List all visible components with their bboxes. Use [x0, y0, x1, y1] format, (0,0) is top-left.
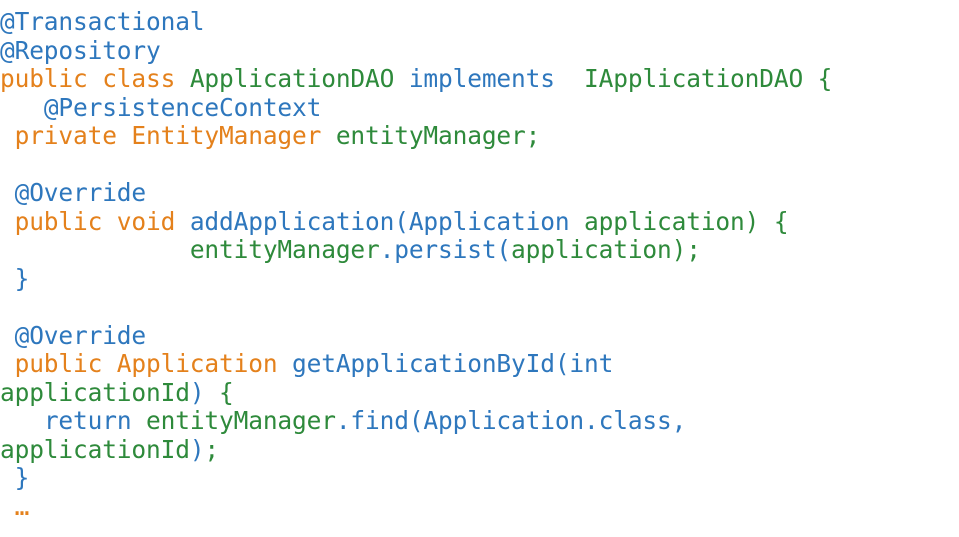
code-line: @Override [0, 178, 959, 208]
code-token-plain: application) { [584, 206, 789, 236]
code-token-punctuation: } [14, 463, 30, 492]
code-line: } [0, 463, 959, 493]
code-line: @Override [0, 320, 959, 351]
code-token-plain: applicationId [0, 377, 190, 407]
code-token-plain: { [204, 377, 234, 407]
code-indent [0, 406, 44, 435]
code-line: } [0, 263, 959, 294]
code-token-identifier: addApplication(Application [189, 206, 585, 236]
code-indent [0, 121, 15, 150]
code-token-identifier: getApplicationById(int [292, 349, 614, 378]
code-token-annotation: @Override [14, 320, 147, 350]
code-token-annotation: @PersistenceContext [43, 92, 322, 122]
code-indent [0, 492, 15, 521]
code-line: public Application getApplicationById(in… [0, 349, 959, 379]
code-line: @Transactional [0, 7, 959, 37]
code-indent [0, 207, 15, 236]
code-token-plain: entityManager [146, 406, 336, 435]
code-token-punctuation: ) [189, 434, 205, 464]
code-token-annotation: @Repository [0, 35, 161, 65]
code-line: public void addApplication(Application a… [0, 206, 959, 237]
code-token-identifier: .find(Application.class, [335, 406, 687, 435]
code-token-keyword: private EntityManager [14, 121, 336, 150]
code-token-type: ApplicationDAO [189, 64, 409, 93]
code-token-plain: entityManager [189, 235, 380, 264]
code-line: @Repository [0, 35, 959, 66]
code-indent [0, 321, 15, 350]
code-token-keyword: public class [0, 64, 190, 93]
code-line: applicationId); [0, 434, 959, 465]
code-token-type: IApplicationDAO { [584, 64, 833, 93]
code-token-identifier: return [43, 406, 147, 435]
code-token-punctuation: } [14, 263, 30, 293]
code-token-ellipsis: … [14, 491, 30, 521]
code-token-annotation: @Transactional [0, 7, 205, 36]
code-line: return entityManager.find(Application.cl… [0, 406, 959, 436]
code-token-plain: entityManager; [335, 121, 541, 150]
code-token-plain: ; [204, 434, 220, 464]
code-blank-line [0, 151, 959, 180]
code-blank-line [0, 293, 959, 322]
code-token-identifier: .persist( [379, 235, 512, 264]
code-indent [0, 235, 190, 264]
code-token-plain: application); [511, 235, 701, 264]
code-token-plain: applicationId [0, 434, 190, 464]
code-line: public class ApplicationDAO implements I… [0, 64, 959, 94]
code-indent [0, 349, 15, 378]
code-line: @PersistenceContext [0, 92, 959, 123]
code-indent [0, 463, 15, 492]
code-token-annotation: @Override [14, 178, 147, 207]
code-line: … [0, 491, 959, 522]
code-token-plain [555, 64, 584, 93]
code-indent [0, 264, 15, 293]
code-line: entityManager.persist(application); [0, 235, 959, 265]
code-token-identifier: implements [408, 64, 555, 93]
code-line: private EntityManager entityManager; [0, 121, 959, 151]
code-token-keyword: public void [14, 206, 190, 236]
code-token-punctuation: ) [189, 377, 205, 407]
code-token-keyword: public Application [14, 349, 293, 378]
code-indent [0, 178, 15, 207]
code-indent [0, 93, 44, 122]
code-line: applicationId) { [0, 377, 959, 408]
